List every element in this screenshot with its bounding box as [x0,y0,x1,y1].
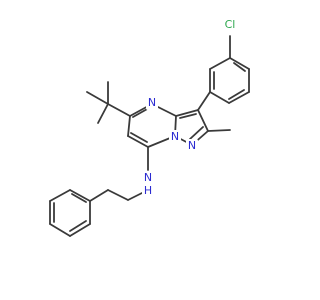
atom-cl: Cl [219,18,241,32]
bond [228,89,245,100]
bond [207,129,231,132]
bond [197,109,209,132]
atom-label-n-ring: N [148,96,156,109]
bond [233,62,246,72]
bond [130,132,148,143]
bond [209,91,230,104]
bond [132,107,150,118]
atom-n-pyrazole: N [186,139,198,153]
molecule-canvas: Cl N N N N H [49,18,250,237]
bond [107,103,131,117]
atom-label-n-pyrazole: N [188,139,196,152]
atom-label-n-bridge: N [171,130,179,143]
molecule-structure: Cl N N N N H [49,18,250,237]
bond [69,189,91,202]
bond [69,223,91,237]
bond [107,189,129,201]
atom-label-cl: Cl [225,18,236,31]
bond [86,91,109,105]
atom-label-nh-n: N [144,171,152,184]
atom-nh: N H [142,171,154,199]
bond [127,135,149,148]
bond [127,115,131,137]
bond [175,109,199,117]
bond [49,223,71,237]
atom-n-bridge: N [169,130,181,144]
bond [197,91,211,111]
bond [69,220,87,232]
bond [189,126,204,140]
bond [179,113,197,119]
atom-label-nh-h: H [144,184,152,197]
bond [89,189,109,202]
bond [209,57,231,70]
bond [97,103,109,124]
atom-n-ring: N [146,96,158,110]
bond [229,57,250,70]
bond [71,193,87,203]
bond [228,91,250,104]
bond [49,189,71,202]
